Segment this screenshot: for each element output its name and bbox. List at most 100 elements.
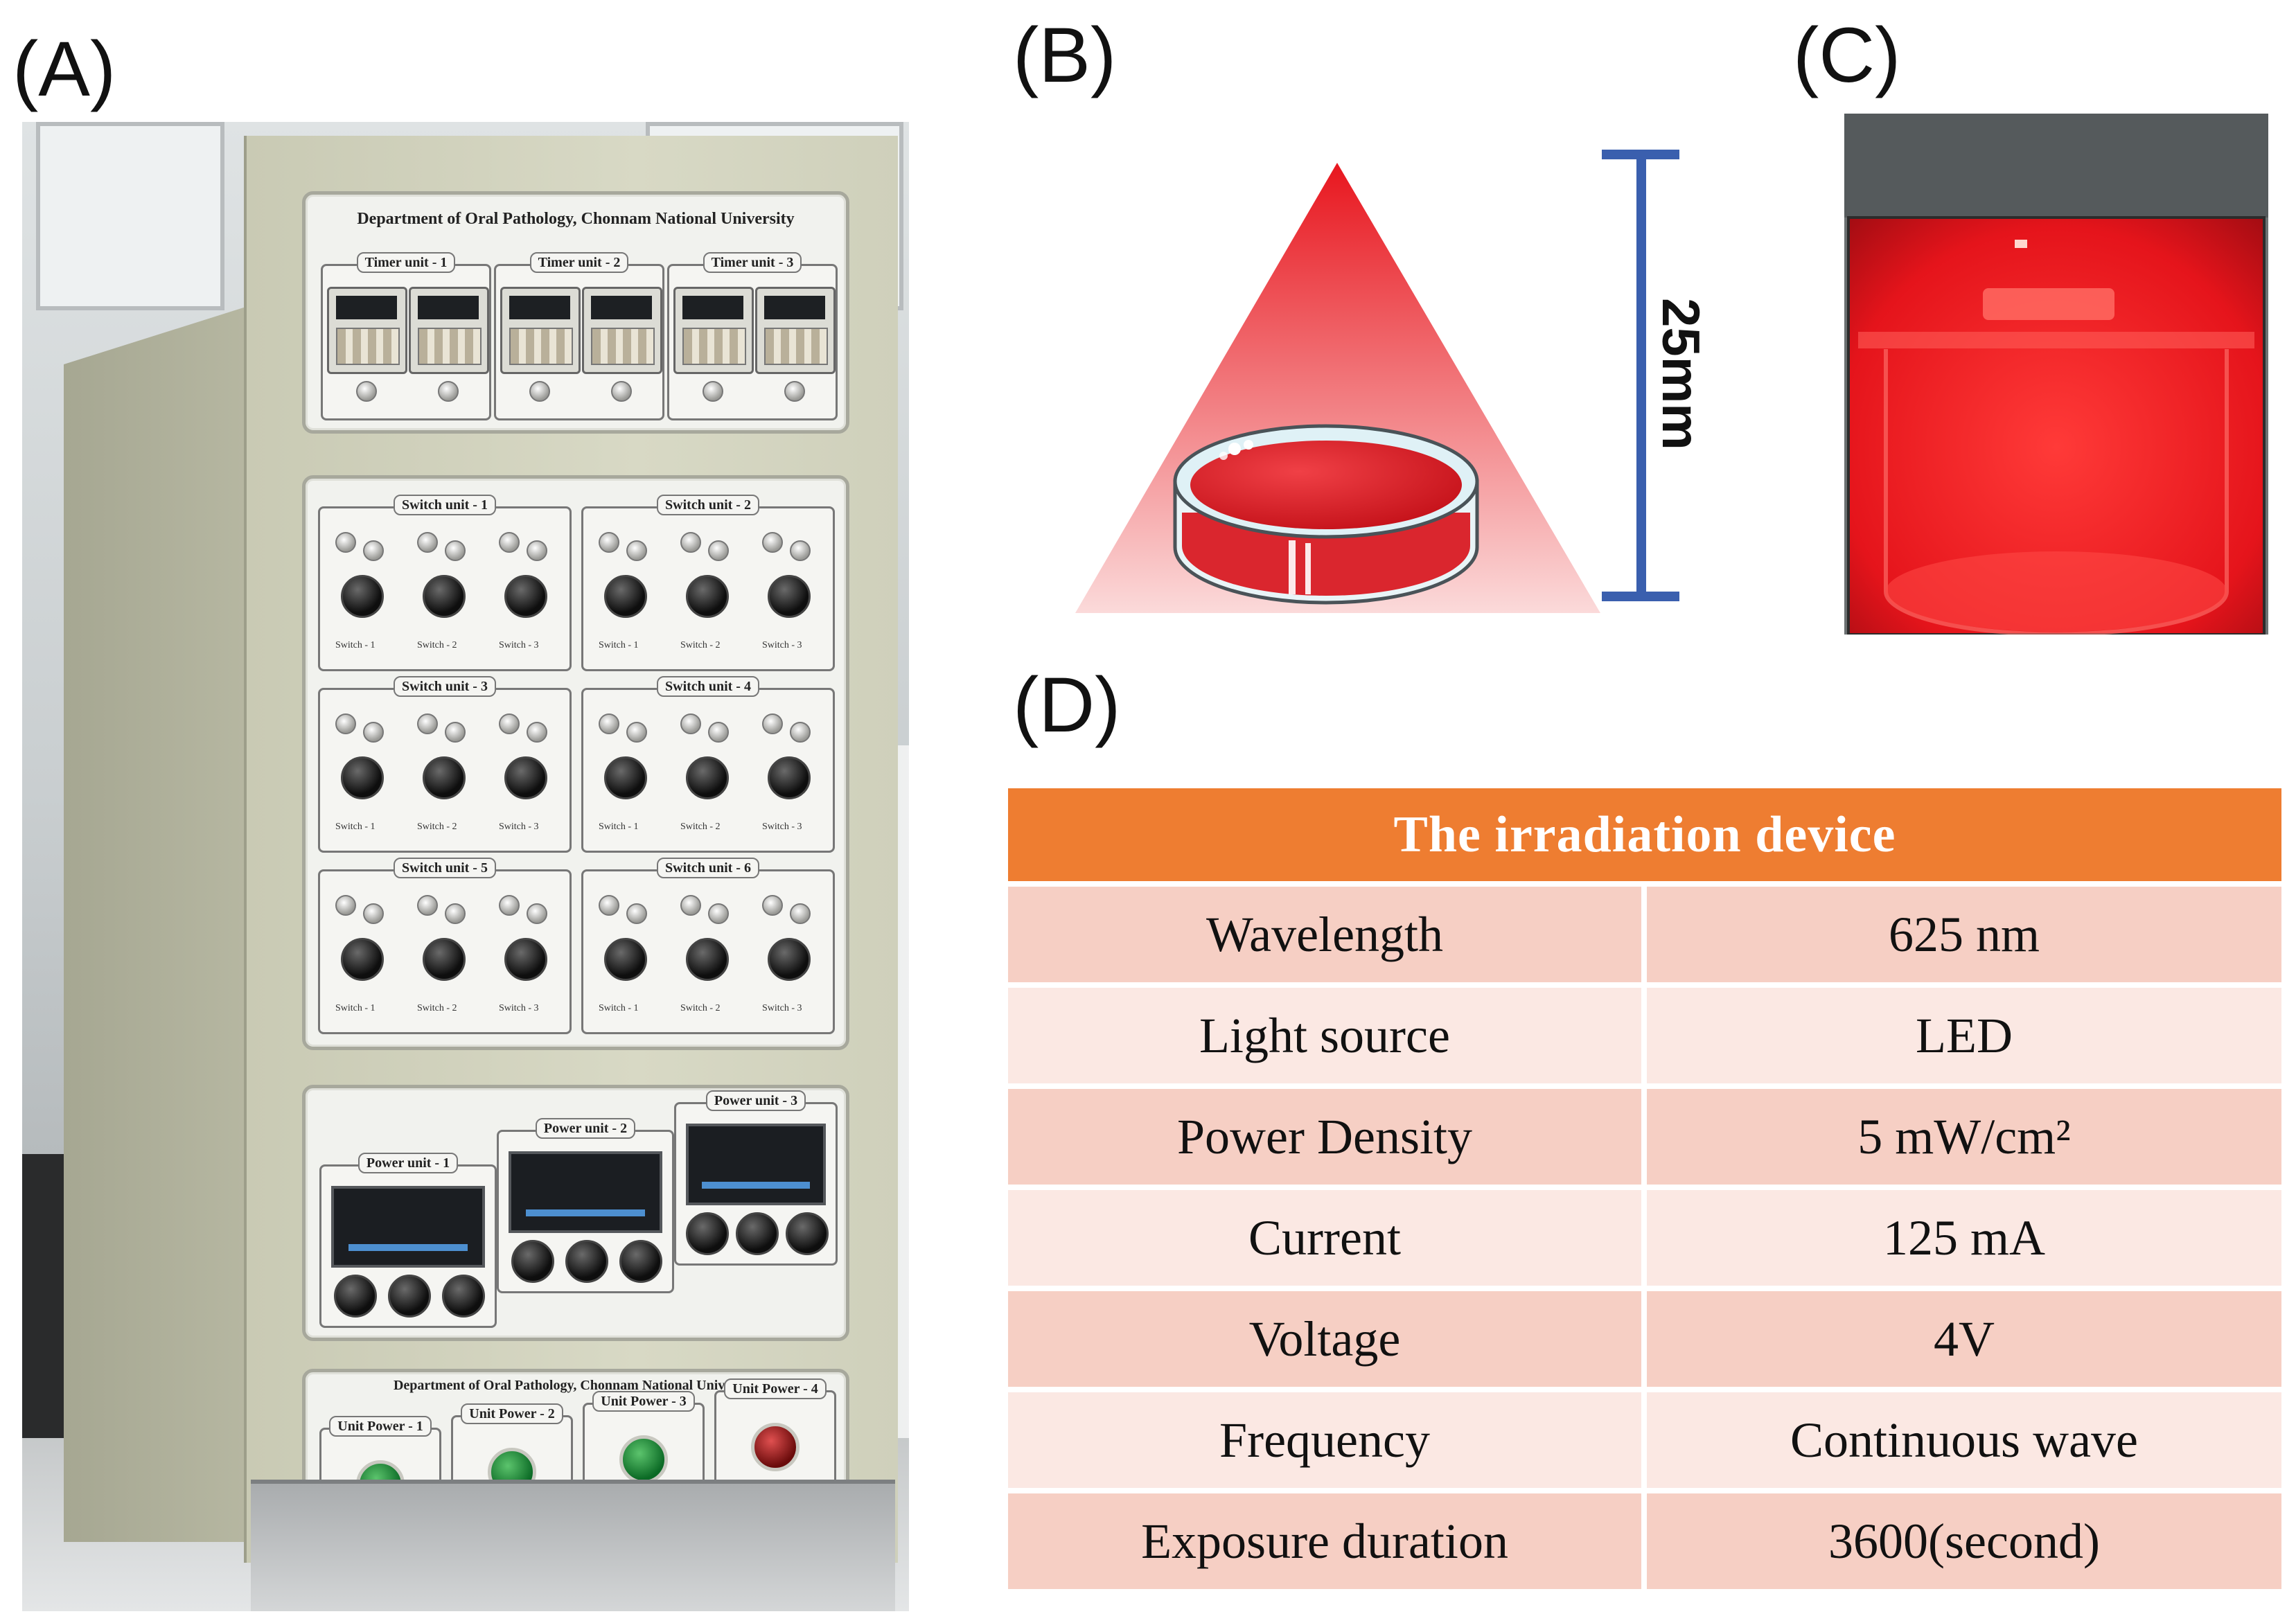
indicator-lamp <box>445 540 466 561</box>
switch-knob[interactable] <box>504 756 547 799</box>
indicator-lamp <box>599 895 619 916</box>
panel-label-c: (C) <box>1793 12 1901 98</box>
indicator-lamp <box>762 532 783 553</box>
indicator-lamp <box>438 381 459 402</box>
parameter-cell: Current <box>1008 1190 1647 1286</box>
power-knob[interactable] <box>565 1240 608 1283</box>
switch-knob[interactable] <box>604 575 647 618</box>
timer-display[interactable] <box>409 287 489 374</box>
indicator-lamp <box>499 713 520 734</box>
power-unit: Power unit - 1 <box>319 1153 497 1328</box>
switch-knob[interactable] <box>423 756 466 799</box>
indicator-lamp <box>363 540 384 561</box>
switch-knob[interactable] <box>686 575 729 618</box>
timer-display[interactable] <box>500 287 581 374</box>
switch-sublabel: Switch - 2 <box>680 640 721 650</box>
timer-display[interactable] <box>755 287 836 374</box>
unit-power-label: Unit Power - 4 <box>724 1378 827 1399</box>
table-row: Power Density 5 mW/cm² <box>1008 1089 2281 1185</box>
switch-knob[interactable] <box>504 575 547 618</box>
switch-sublabel: Switch - 1 <box>599 1003 639 1013</box>
indicator-lamp <box>356 381 377 402</box>
value-cell: 625 nm <box>1647 887 2281 982</box>
timer-unit: Timer unit - 3 <box>667 252 838 420</box>
switch-sublabel: Switch - 2 <box>680 1003 721 1013</box>
table-row: Exposure duration 3600(second) <box>1008 1493 2281 1589</box>
power-knob[interactable] <box>736 1212 779 1255</box>
dimension-scale-bar <box>1602 150 1679 601</box>
switch-sublabel: Switch - 1 <box>335 1003 376 1013</box>
power-knob[interactable] <box>619 1240 662 1283</box>
value-cell: 4V <box>1647 1291 2281 1387</box>
switch-knob[interactable] <box>504 938 547 981</box>
irradiation-diagram: 25mm <box>1075 150 1704 613</box>
panel-label-a: (A) <box>12 26 116 112</box>
parameter-cell: Light source <box>1008 988 1647 1083</box>
power-display <box>331 1186 485 1268</box>
power-unit-label: Power unit - 1 <box>357 1153 459 1173</box>
indicator-lamp <box>417 895 438 916</box>
switch-knob[interactable] <box>341 756 384 799</box>
timer-unit-label: Timer unit - 1 <box>356 252 456 273</box>
switch-sublabel: Switch - 1 <box>335 822 376 832</box>
power-knob[interactable] <box>511 1240 554 1283</box>
power-knob[interactable] <box>442 1275 485 1318</box>
switch-knob[interactable] <box>686 938 729 981</box>
indicator-lamp <box>680 895 701 916</box>
parameter-cell: Power Density <box>1008 1089 1647 1185</box>
cabinet-base <box>251 1480 895 1611</box>
value-cell: LED <box>1647 988 2281 1083</box>
indicator-lamp <box>335 532 356 553</box>
parameter-cell: Frequency <box>1008 1392 1647 1488</box>
switch-sublabel: Switch - 2 <box>417 1003 457 1013</box>
indicator-lamp <box>417 532 438 553</box>
unit-power-switch[interactable] <box>751 1423 800 1471</box>
power-knob[interactable] <box>686 1212 729 1255</box>
parameter-cell: Voltage <box>1008 1291 1647 1387</box>
timer-display[interactable] <box>582 287 662 374</box>
value-cell: 3600(second) <box>1647 1493 2281 1589</box>
timer-display[interactable] <box>327 287 407 374</box>
switch-sublabel: Switch - 3 <box>499 1003 539 1013</box>
table-row: Voltage 4V <box>1008 1291 2281 1387</box>
timer-unit-label: Timer unit - 2 <box>529 252 629 273</box>
power-display <box>509 1151 662 1233</box>
timer-plate: Department of Oral Pathology, Chonnam Na… <box>302 191 849 434</box>
power-knob[interactable] <box>334 1275 377 1318</box>
indicator-lamp <box>417 713 438 734</box>
switch-knob[interactable] <box>604 756 647 799</box>
switch-sublabel: Switch - 2 <box>417 822 457 832</box>
power-knob[interactable] <box>388 1275 431 1318</box>
switch-knob[interactable] <box>341 938 384 981</box>
indicator-lamp <box>626 540 647 561</box>
cabinet-front: Department of Oral Pathology, Chonnam Na… <box>244 136 898 1563</box>
power-unit: Power unit - 3 <box>674 1090 838 1266</box>
unit-power-label: Unit Power - 1 <box>329 1416 432 1437</box>
switch-knob[interactable] <box>341 575 384 618</box>
indicator-lamp <box>708 722 729 743</box>
timer-display[interactable] <box>673 287 754 374</box>
dimension-label: 25mm <box>1651 298 1704 450</box>
value-cell: Continuous wave <box>1647 1392 2281 1488</box>
switch-knob[interactable] <box>604 938 647 981</box>
parameter-cell: Exposure duration <box>1008 1493 1647 1589</box>
switch-sublabel: Switch - 3 <box>499 640 539 650</box>
unit-power-label: Unit Power - 3 <box>592 1391 695 1412</box>
unit-power-switch[interactable] <box>619 1435 668 1484</box>
irradiation-parameters-table: The irradiation device Wavelength 625 nm… <box>1008 783 2281 1595</box>
indicator-lamp <box>527 903 547 924</box>
indicator-lamp <box>626 722 647 743</box>
switch-knob[interactable] <box>768 756 811 799</box>
indicator-lamp <box>599 532 619 553</box>
switch-knob[interactable] <box>423 938 466 981</box>
illuminated-chamber-photo <box>1844 114 2268 635</box>
switch-knob[interactable] <box>768 575 811 618</box>
power-knob[interactable] <box>786 1212 829 1255</box>
value-cell: 125 mA <box>1647 1190 2281 1286</box>
switch-knob[interactable] <box>686 756 729 799</box>
switch-knob[interactable] <box>423 575 466 618</box>
switch-knob[interactable] <box>768 938 811 981</box>
